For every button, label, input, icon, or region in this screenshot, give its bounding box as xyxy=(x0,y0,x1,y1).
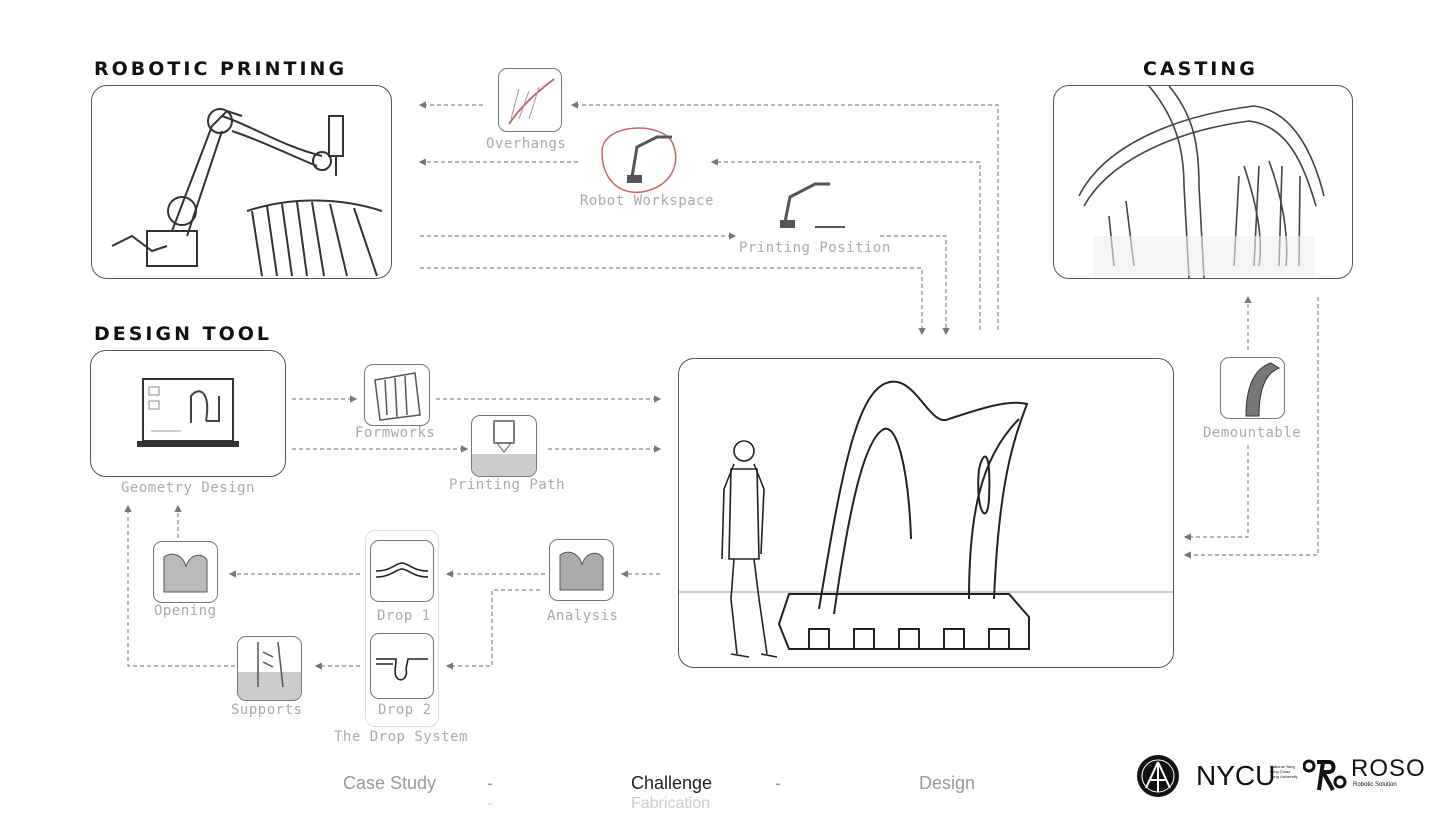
formworks-label: Formworks xyxy=(355,425,436,441)
nav-challenge[interactable]: Challenge xyxy=(631,773,713,793)
section-title-casting: CASTING xyxy=(1143,58,1258,80)
section-title-design-tool: DESIGN TOOL xyxy=(94,323,272,345)
drop-system-frame xyxy=(365,530,439,727)
analysis-tile xyxy=(549,539,614,601)
supports-tile xyxy=(237,636,302,701)
roso-logo-text: ROSO xyxy=(1351,755,1426,782)
drop1-label: Drop 1 xyxy=(377,608,431,624)
roso-mark-icon xyxy=(1302,758,1347,794)
laptop-illustration xyxy=(137,378,239,447)
section-title-robotic-printing: ROBOTIC PRINTING xyxy=(94,58,348,80)
analysis-label: Analysis xyxy=(547,608,619,624)
demountable-label: Demountable xyxy=(1203,425,1302,441)
university-seal-logo xyxy=(1136,754,1180,798)
nav-separator: - xyxy=(487,773,493,793)
opening-label: Opening xyxy=(154,603,217,619)
geometry-design-label: Geometry Design xyxy=(121,480,255,496)
robot-workspace-diagram xyxy=(592,117,712,197)
drop1-tile xyxy=(370,540,434,602)
sculpture-illustration xyxy=(679,380,1173,658)
nav-fabrication[interactable]: Fabrication xyxy=(631,795,711,812)
printing-position-label: Printing Position xyxy=(739,240,891,256)
nav-separator: - xyxy=(487,795,493,812)
drop2-label: Drop 2 xyxy=(378,702,432,718)
drop2-tile xyxy=(370,633,434,699)
demountable-tile xyxy=(1220,357,1285,419)
nav-design[interactable]: Design xyxy=(919,773,976,793)
nycu-logo-text: NYCU xyxy=(1196,760,1276,791)
printing-path-label: Printing Path xyxy=(449,477,566,493)
roso-logo-subtext: Robotic Solution xyxy=(1353,782,1397,788)
nav-case-study[interactable]: Case Study xyxy=(343,773,437,793)
nav-separator: - xyxy=(775,773,781,793)
overhangs-tile xyxy=(498,68,562,132)
supports-label: Supports xyxy=(231,702,303,718)
robot-arm-illustration xyxy=(111,108,383,277)
sculpture-panel xyxy=(678,358,1174,668)
human-figure xyxy=(721,440,778,658)
opening-tile xyxy=(153,541,218,603)
printing-path-tile xyxy=(471,415,537,477)
formworks-tile xyxy=(364,364,430,426)
robotic-printing-panel xyxy=(91,85,392,279)
nycu-logo-subtext: National Yang Ming Chiao Tung University xyxy=(1270,764,1298,779)
casting-formwork-illustration xyxy=(1078,86,1325,278)
overhangs-label: Overhangs xyxy=(486,136,567,152)
casting-panel xyxy=(1053,85,1353,279)
printing-position-diagram xyxy=(770,172,845,232)
drop-system-label: The Drop System xyxy=(334,729,468,745)
design-tool-panel xyxy=(90,350,286,477)
robot-workspace-label: Robot Workspace xyxy=(580,193,714,209)
